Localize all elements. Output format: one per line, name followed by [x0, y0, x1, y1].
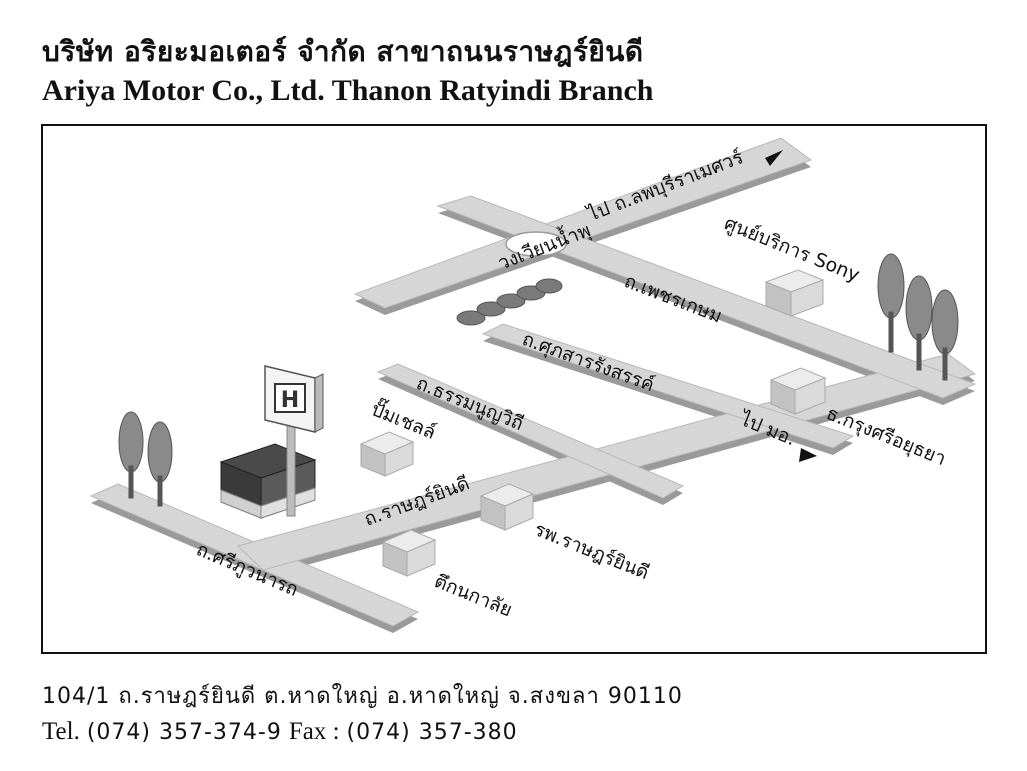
location-map: H ไป ถ.ลพบุรีราเมศวร์ วงเวียนน้ำพุ ศูนย์…: [41, 124, 987, 654]
building-nagalai: [381, 529, 437, 577]
label-nagalai: ตึกนกาลัย: [431, 570, 515, 621]
label-sukhasarn: ถ.ศุภสารรังสรรค์: [519, 328, 657, 397]
honda-dealer-building: [219, 443, 317, 519]
map-canvas: H ไป ถ.ลพบุรีราเมศวร์ วงเวียนน้ำพุ ศูนย์…: [89, 137, 977, 633]
tree-icons: [118, 253, 959, 507]
direction-arrows: [765, 150, 817, 462]
tree-icon: [118, 411, 144, 473]
road-phetkasem: [436, 195, 977, 399]
fountain-circle-icon: [505, 231, 567, 257]
tel-number: (074) 357-374-9: [86, 720, 282, 745]
tree-icon: [905, 275, 933, 341]
honda-logo-sign: H: [264, 365, 324, 517]
road-thammanoonwithi: [376, 363, 685, 499]
arrow-to-lopburi-icon: [765, 150, 783, 166]
building-hospital: [479, 483, 535, 531]
building-sony: [764, 269, 825, 317]
tree-icon: [931, 289, 959, 355]
label-hospital: รพ.ราษฎร์ยินดี: [531, 518, 652, 584]
company-title-thai: บริษัท อริยะมอเตอร์ จำกัด สาขาถนนราษฎร์ย…: [42, 35, 644, 68]
company-title-english: Ariya Motor Co., Ltd. Thanon Ratyindi Br…: [42, 74, 654, 107]
contact-line: Tel. (074) 357-374-9 Fax : (074) 357-380: [42, 718, 518, 746]
fax-number: (074) 357-380: [346, 720, 518, 745]
arrow-to-mo-icon: [799, 448, 817, 462]
hedge-icon: [456, 278, 563, 326]
tel-label: Tel.: [42, 718, 80, 745]
building-gas-station: [359, 431, 415, 477]
svg-text:H: H: [281, 388, 299, 413]
address-line: 104/1 ถ.ราษฎร์ยินดี ต.หาดใหญ่ อ.หาดใหญ่ …: [42, 684, 683, 709]
tree-icon: [147, 421, 173, 483]
road-to-lopburi: [353, 137, 813, 309]
road-sukhasarn: [481, 323, 855, 449]
fax-label: Fax :: [288, 718, 340, 745]
tree-icon: [877, 253, 905, 319]
building-krungsri: [769, 367, 827, 415]
